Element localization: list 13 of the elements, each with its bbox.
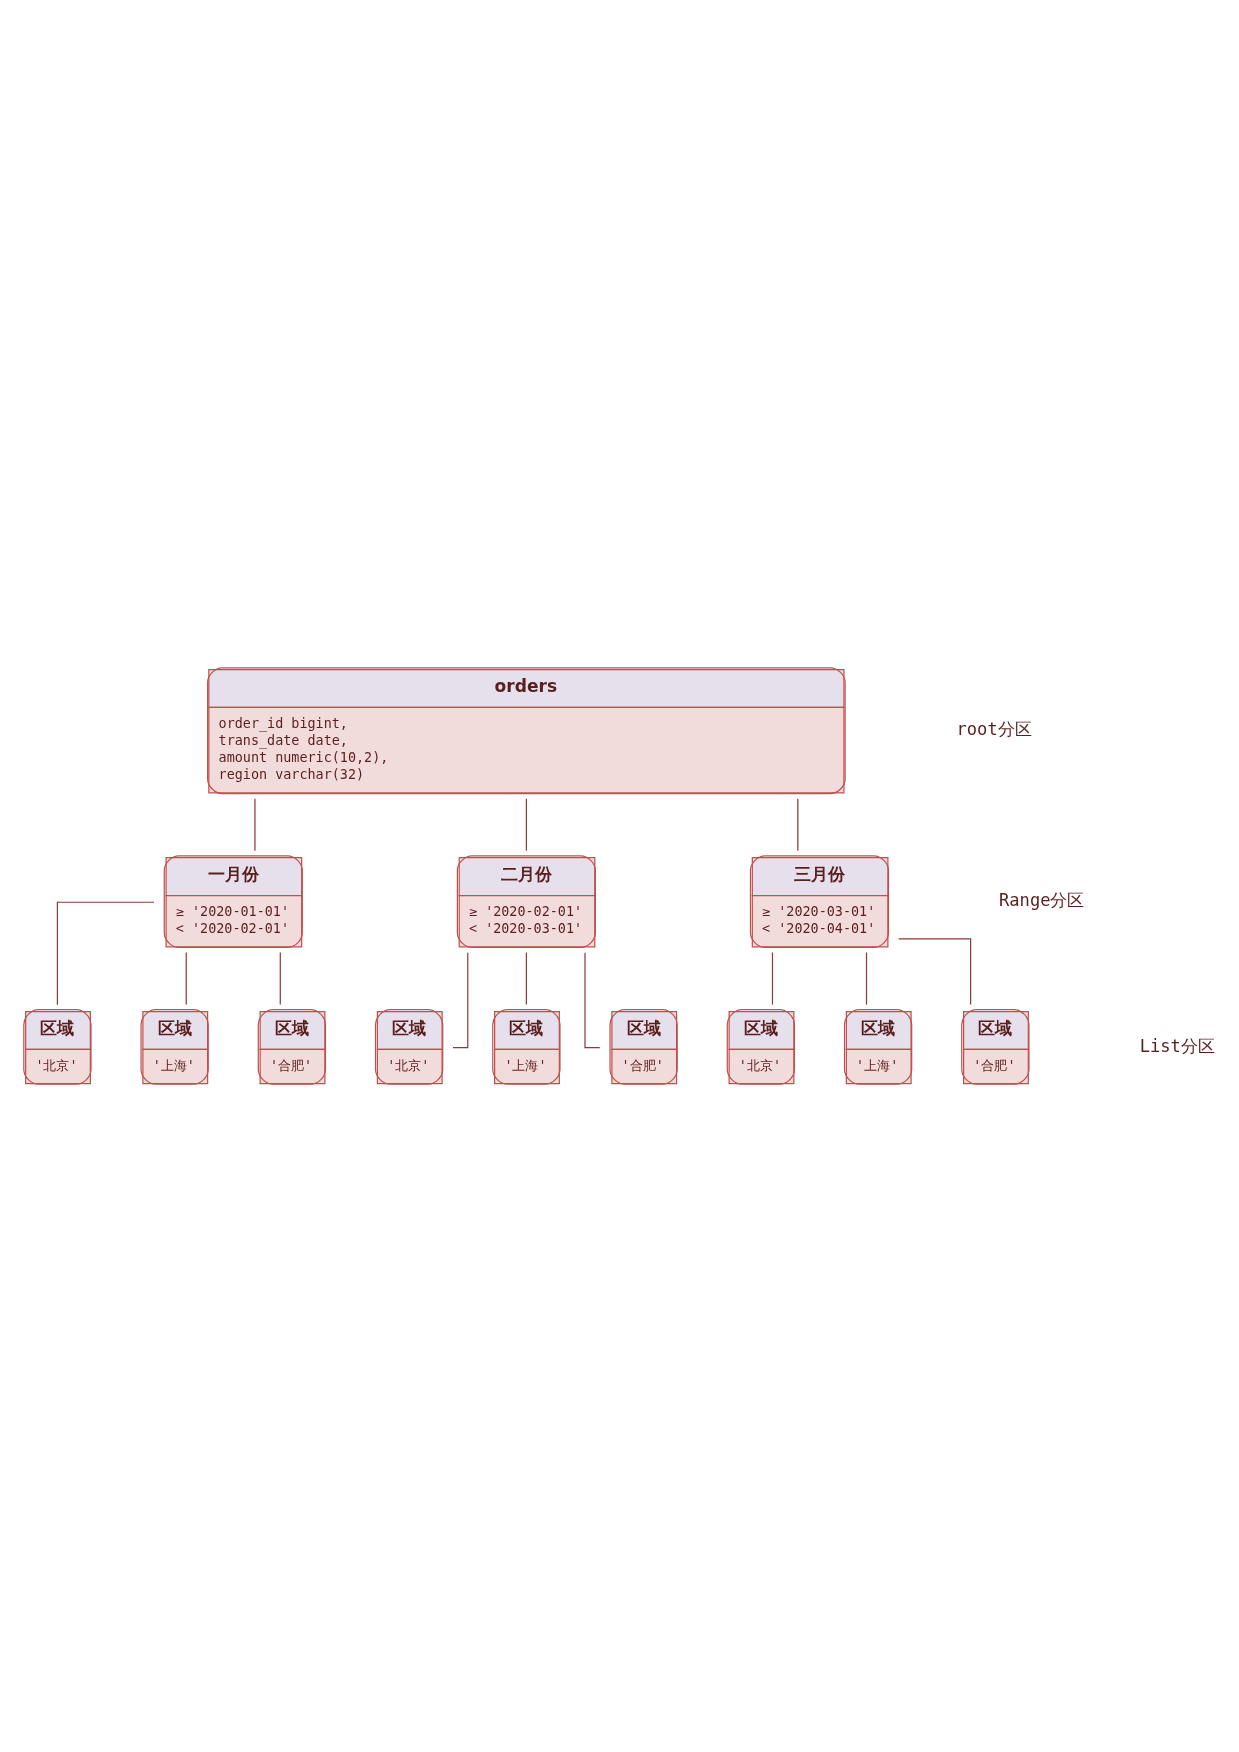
connector — [525, 798, 527, 852]
connector — [254, 798, 256, 852]
connector — [56, 901, 155, 1006]
label: root分区 — [956, 719, 1032, 740]
connector — [525, 951, 527, 1006]
connector — [185, 951, 187, 1006]
label: List分区 — [1139, 1035, 1215, 1056]
connector — [865, 951, 868, 1006]
connector — [771, 951, 774, 1006]
connector — [797, 798, 799, 852]
label: Range分区 — [999, 890, 1085, 911]
connector — [279, 951, 281, 1006]
connector — [898, 938, 972, 1006]
